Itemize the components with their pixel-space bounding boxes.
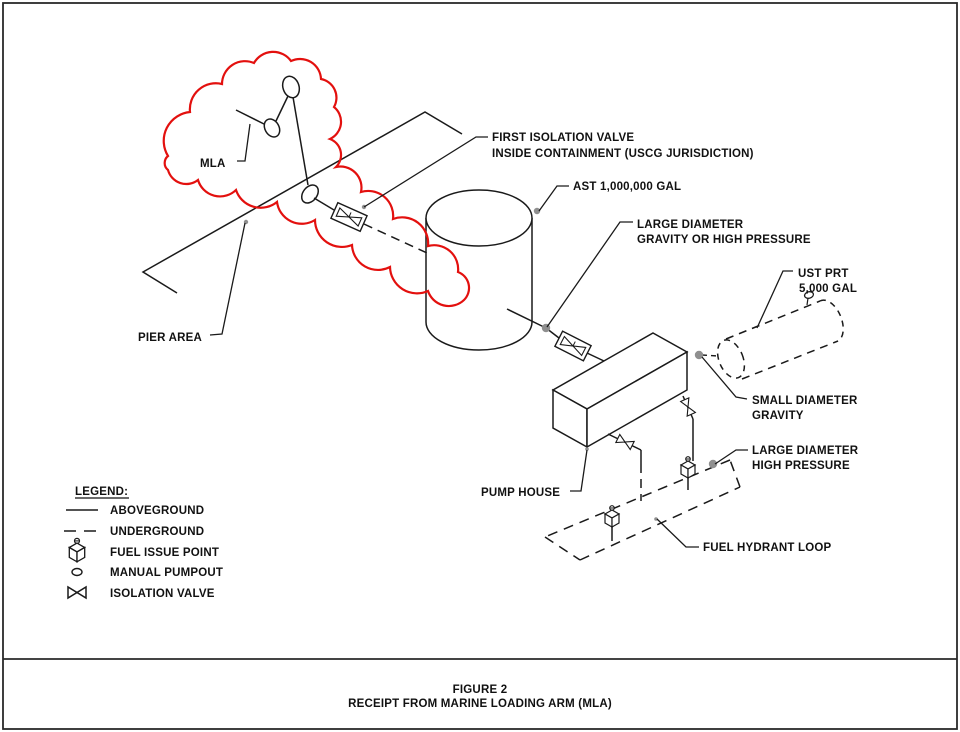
pipe-valve-to-pumphouse (586, 352, 605, 362)
legend: LEGEND: ABOVEGROUND UNDERGROUND FUEL ISS… (64, 486, 223, 600)
leader-pier-area (209, 222, 246, 336)
label-pier-area: PIER AREA (138, 332, 202, 344)
leader-fuel-hydrant-loop (656, 518, 699, 548)
label-large-diameter-hp-line2: HIGH PRESSURE (752, 460, 850, 472)
manual-pumpout-fitting (803, 291, 815, 299)
legend-label-fuel-issue-point: FUEL ISSUE POINT (110, 547, 219, 559)
figure-number: FIGURE 2 (453, 684, 508, 696)
pipe-mla-to-valve (313, 197, 335, 211)
label-ust-prt-line1: UST PRT (798, 268, 849, 280)
ast-tank (425, 189, 533, 351)
legend-heading: LEGEND: (75, 486, 128, 498)
leader-ast (538, 185, 569, 212)
label-ust-prt-line2: 5,000 GAL (799, 283, 857, 295)
junction-dot-high-pressure (708, 459, 718, 469)
label-large-diameter-hp-line1: LARGE DIAMETER (752, 445, 859, 457)
manual-pumpout-icon (71, 567, 83, 577)
label-small-diameter-line1: SMALL DIAMETER (752, 395, 858, 407)
ust-prt-tank (701, 291, 845, 380)
leader-dot-loop (654, 517, 658, 521)
label-pump-house: PUMP HOUSE (481, 487, 560, 499)
mla-joint-top (281, 75, 301, 99)
leader-large-diameter-gravity (546, 221, 633, 328)
pipe-ast-to-junction (506, 308, 547, 329)
label-first-isolation-valve-line1: FIRST ISOLATION VALVE (492, 132, 634, 144)
label-large-diameter-gravity-line2: GRAVITY OR HIGH PRESSURE (637, 234, 811, 246)
containment-revision-cloud (162, 50, 471, 308)
label-fuel-hydrant-loop: FUEL HYDRANT LOOP (703, 542, 832, 554)
fuel-hydrant-loop-piping (544, 459, 741, 561)
junction-dot-ast (533, 207, 541, 215)
legend-label-aboveground: ABOVEGROUND (110, 505, 204, 517)
legend-label-manual-pumpout: MANUAL PUMPOUT (110, 567, 223, 579)
mla-joint-middle (263, 118, 281, 138)
leader-pump-house (570, 449, 588, 492)
label-first-isolation-valve-line2: INSIDE CONTAINMENT (USCG JURISDICTION) (492, 148, 754, 160)
pipe-valve-to-ast-underground (363, 223, 428, 254)
leader-small-diameter (701, 356, 748, 400)
leader-mla (237, 123, 251, 162)
figure-title: RECEIPT FROM MARINE LOADING ARM (MLA) (348, 698, 612, 710)
junction-dot-small-diameter (694, 350, 704, 360)
leader-ust-prt (756, 270, 793, 329)
label-ast-tank: AST 1,000,000 GAL (573, 181, 681, 193)
leader-dot-pumphouse (585, 447, 589, 451)
pump-house-building (551, 332, 689, 449)
pipe-to-ust (701, 354, 719, 357)
label-mla: MLA (200, 158, 226, 170)
legend-label-isolation-valve: ISOLATION VALVE (110, 588, 215, 600)
label-small-diameter-line2: GRAVITY (752, 410, 804, 422)
label-large-diameter-gravity-line1: LARGE DIAMETER (637, 219, 744, 231)
leader-lines (209, 123, 793, 548)
pier-edge-line (141, 111, 463, 294)
leader-first-isolation-valve (363, 136, 488, 208)
isolation-valve-icon (67, 585, 87, 600)
leader-large-diameter-hp (714, 449, 748, 465)
legend-label-underground: UNDERGROUND (110, 526, 204, 538)
